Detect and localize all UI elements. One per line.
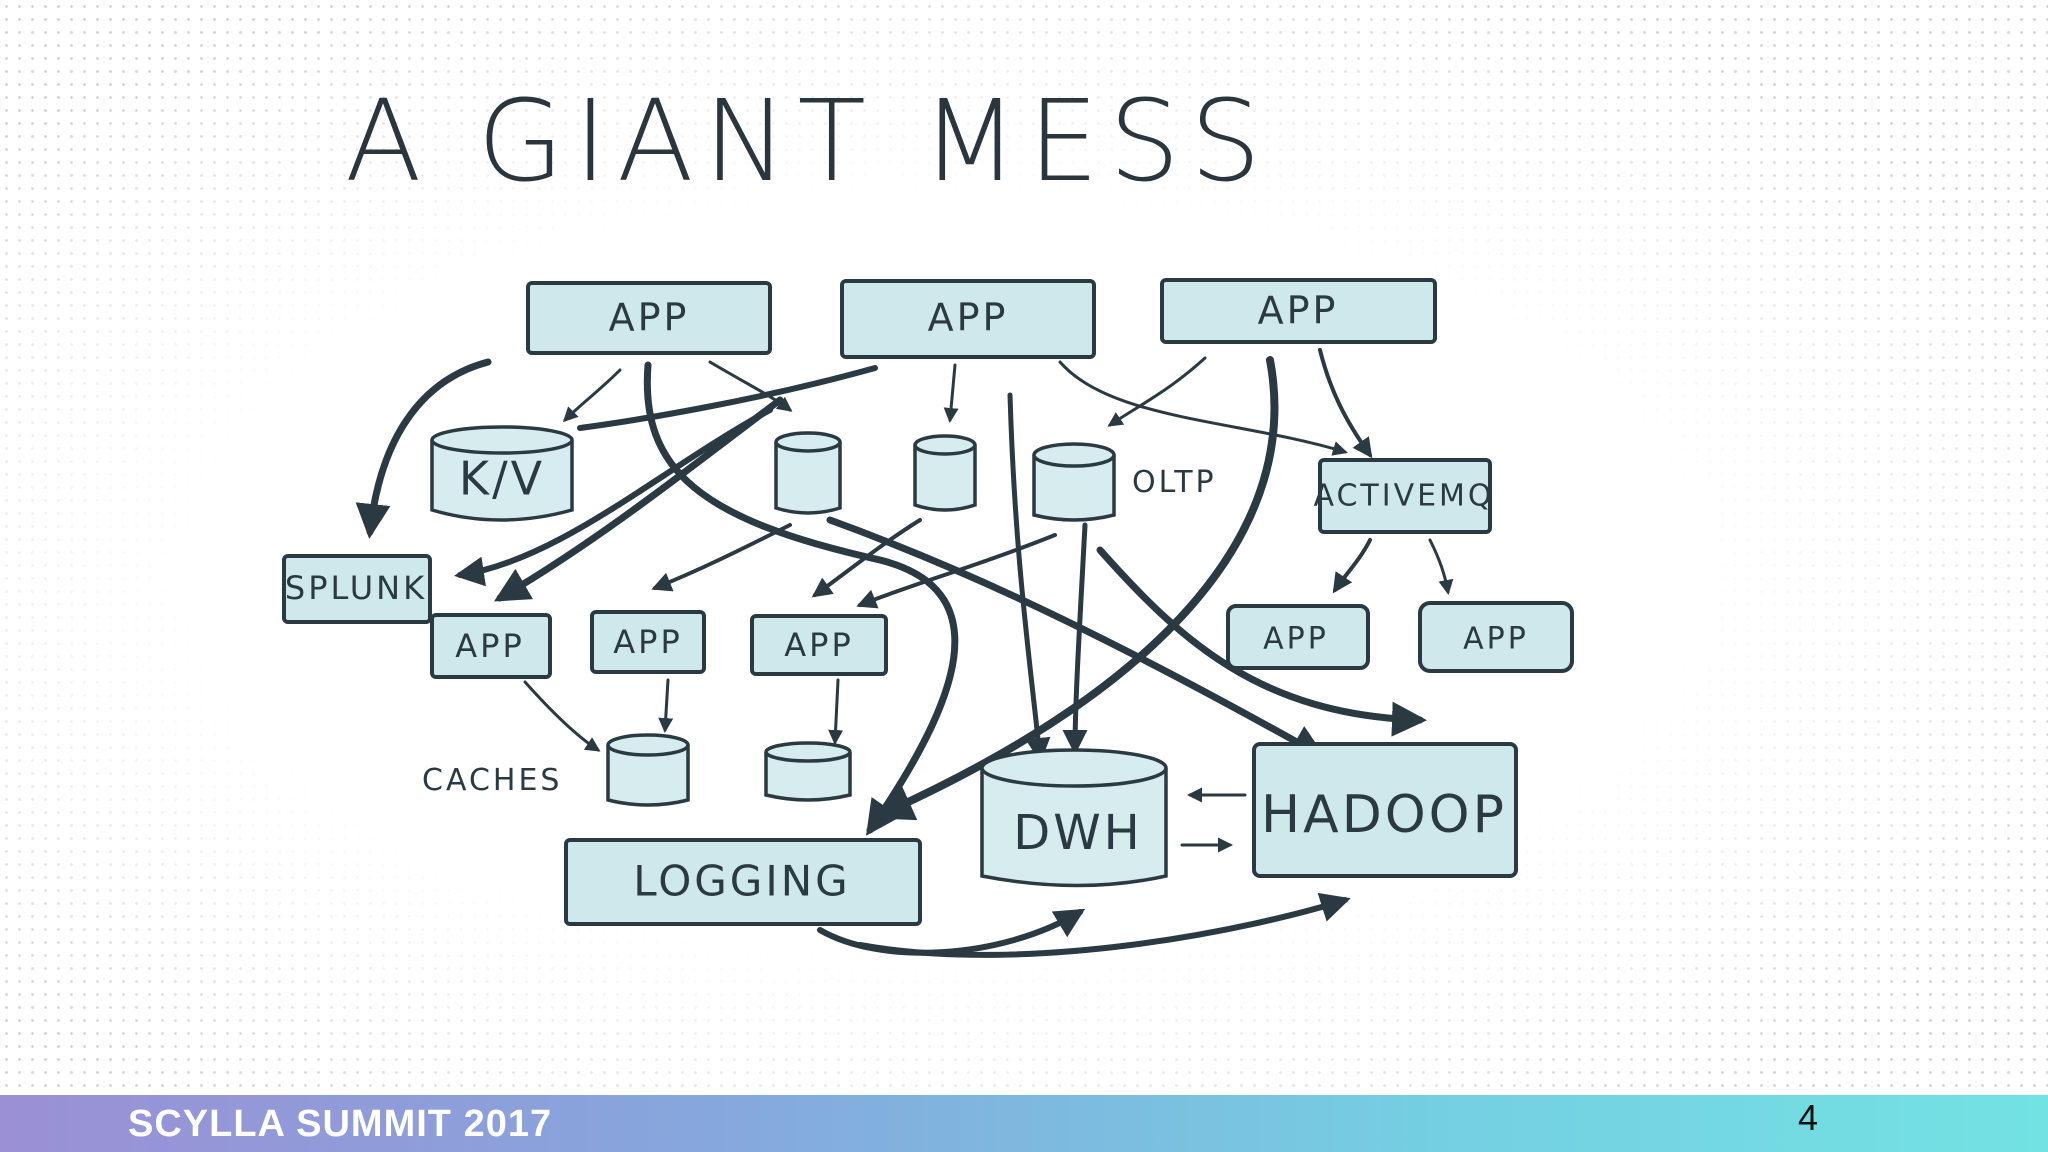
arrow-app-center-to-dwh — [1007, 392, 1051, 763]
node-app-mid-2: APP — [590, 610, 706, 674]
arrow-oltp-to-app-mid3 — [856, 533, 1057, 609]
node-app-top-right: APP — [1160, 278, 1437, 344]
node-store-2 — [913, 434, 977, 512]
node-label: APP — [1263, 622, 1329, 657]
node-label: HADOOP — [1261, 785, 1507, 845]
arrow-app-mid2-to-cache1 — [658, 678, 674, 733]
node-logging: LOGGING — [564, 838, 922, 926]
node-label: ACTIVEMQ — [1313, 479, 1494, 514]
node-app-top-center: APP — [840, 279, 1096, 359]
arrow-app-left-to-store1 — [708, 360, 793, 412]
node-label: APP — [1258, 289, 1339, 333]
node-label: APP — [928, 296, 1009, 340]
node-label: APP — [609, 296, 690, 340]
arrow-logging-to-hadoop — [857, 892, 1351, 958]
node-store-1 — [774, 431, 842, 515]
node-hadoop: HADOOP — [1252, 742, 1518, 878]
node-label: APP — [613, 623, 682, 661]
page-number: 4 — [1798, 1097, 1819, 1138]
arrow-store2-to-app-mid3 — [811, 518, 922, 598]
footer-bar: SCYLLA SUMMIT 2017 4 — [0, 1095, 2048, 1152]
arrow-app-center-to-kv — [577, 365, 878, 431]
node-activemq: ACTIVEMQ — [1313, 458, 1494, 534]
arrow-app-left-to-kv — [562, 368, 622, 423]
node-app-mid-1: APP — [430, 613, 552, 679]
arrow-store1-to-splunk — [454, 407, 773, 587]
annotation-caches: CACHES — [422, 763, 562, 798]
node-app-top-left: APP — [526, 281, 772, 355]
node-label: K/V — [459, 452, 545, 506]
slide-title: A GIANT MESS — [345, 77, 1271, 207]
arrow-activemq-to-app-right1 — [1332, 538, 1372, 594]
arrow-store1-to-app-mid2 — [651, 523, 792, 592]
node-kv-store: K/V — [430, 425, 574, 522]
arrow-app-left-to-logging — [643, 361, 959, 836]
node-app-right-2: APP — [1418, 601, 1574, 673]
node-app-right-1: APP — [1226, 604, 1370, 670]
arrow-app-right-to-logging — [872, 356, 1279, 821]
node-cache-1 — [606, 733, 690, 807]
node-label: DWH — [1013, 805, 1143, 861]
node-splunk: SPLUNK — [282, 554, 432, 624]
node-label: APP — [784, 626, 853, 664]
arrow-activemq-to-app-right2 — [1428, 538, 1454, 595]
connections — [355, 348, 1454, 958]
arrow-app-left-to-splunk — [355, 358, 492, 539]
annotation-oltp: OLTP — [1132, 465, 1217, 500]
node-label: APP — [1463, 622, 1529, 657]
architecture-diagram: A GIANT MESS APP AP — [282, 77, 1574, 958]
arrow-app-right-to-activemq — [1318, 348, 1373, 459]
arrow-app-right-to-oltp — [1107, 356, 1207, 427]
node-cache-2 — [764, 741, 852, 802]
arrow-app-mid1-to-cache1 — [523, 680, 601, 752]
arrow-app-center-to-store2 — [943, 363, 959, 423]
node-app-mid-3: APP — [750, 614, 888, 676]
arrow-app-center-to-activemq — [1058, 360, 1348, 456]
node-label: SPLUNK — [285, 569, 427, 607]
node-label: LOGGING — [633, 857, 850, 906]
node-store-oltp — [1032, 442, 1116, 522]
footer-brand: SCYLLA SUMMIT 2017 — [128, 1103, 553, 1145]
node-dwh: DWH — [980, 748, 1168, 888]
node-label: APP — [455, 627, 524, 665]
arrow-oltp-to-dwh — [1062, 522, 1088, 755]
arrow-app-mid3-to-cache2 — [828, 678, 844, 745]
arrow-store2-to-hadoop — [826, 516, 1327, 759]
